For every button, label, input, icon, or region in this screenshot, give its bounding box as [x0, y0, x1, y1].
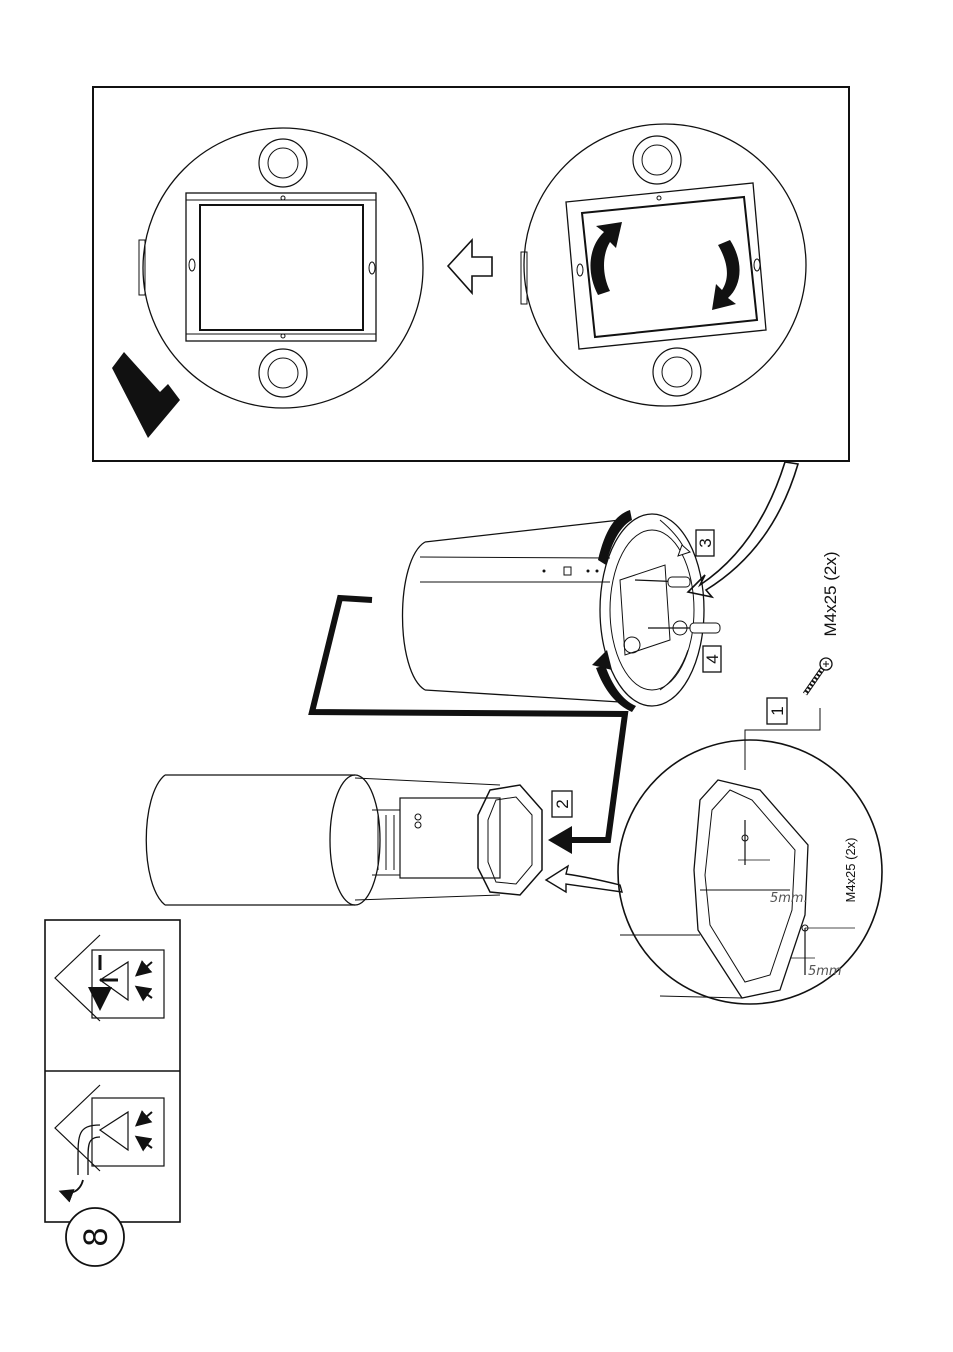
- hood-body-cylinder: [403, 510, 721, 712]
- svg-text:1: 1: [768, 706, 787, 715]
- collar-pointer-arrow: [546, 866, 622, 892]
- check-mark-icon: [112, 352, 180, 438]
- step-3-label: 3: [696, 530, 715, 556]
- svg-text:2: 2: [553, 799, 572, 808]
- svg-text:4: 4: [703, 654, 722, 663]
- chimney-cylinder: [146, 775, 542, 905]
- step-1-label: 1: [767, 698, 787, 724]
- bracket-final-position: [139, 128, 423, 408]
- page-number-badge: 8: [66, 1208, 124, 1266]
- assembly-path-arrowhead: [548, 826, 572, 854]
- recirculation-mode-icon: [55, 935, 164, 1021]
- screw-spec-detail: M4x25 (2x): [843, 837, 858, 902]
- svg-text:8: 8: [77, 1228, 115, 1247]
- mode-icon-panel: [45, 920, 180, 1222]
- screw-icon: [805, 658, 832, 694]
- step-2-label: 2: [552, 791, 572, 817]
- rotation-detail-panel: [93, 87, 849, 461]
- extraction-mode-icon: [55, 1085, 164, 1193]
- bracket-rotating: [521, 124, 806, 406]
- gap-dimension-1: 5mm.: [770, 891, 808, 906]
- svg-text:3: 3: [696, 538, 715, 547]
- assembly-path-arrow: [312, 598, 625, 840]
- screw-spec-main: M4x25 (2x): [821, 551, 840, 636]
- step-4-label: 4: [703, 646, 722, 672]
- left-arrow-icon: [448, 240, 492, 293]
- gap-dimension-2: 5mm: [808, 964, 842, 979]
